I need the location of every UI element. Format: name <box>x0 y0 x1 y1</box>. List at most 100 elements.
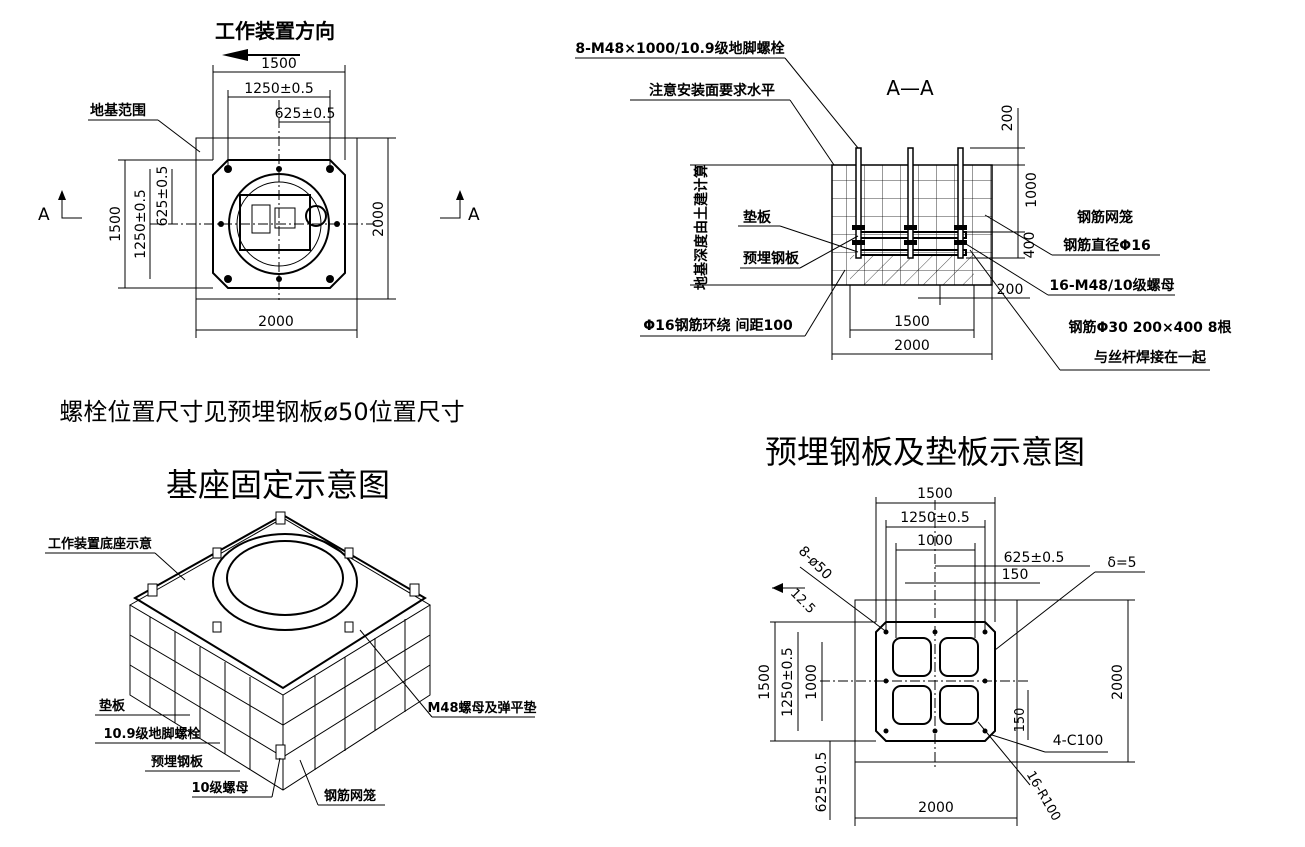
machine-part <box>251 204 271 234</box>
iso-nut-label: 10级螺母 <box>191 780 248 796</box>
embedded-plate-detail <box>875 621 996 742</box>
rebar-dia-label: 钢筋直径Φ16 <box>1063 237 1150 254</box>
section-marker-right: A <box>468 205 480 225</box>
nut-label: 16-M48/10级螺母 <box>1049 277 1174 294</box>
plate-label: 预埋钢板 <box>743 250 800 267</box>
pd-dim-1500: 1500 <box>917 486 953 502</box>
base-plate-iso <box>133 513 427 690</box>
anchor-bolts <box>852 147 967 259</box>
base-plate <box>212 159 346 289</box>
arrow-icon <box>456 190 464 200</box>
pd-dim-625: 625±0.5 <box>1004 550 1065 566</box>
section-arrow-left <box>61 195 82 219</box>
plan-bolts <box>218 165 340 283</box>
anchor-bolt-label: 8-M48×1000/10.9级地脚螺栓 <box>575 40 784 57</box>
concrete-hatch <box>850 255 974 285</box>
holes-label: 8-ø50 <box>795 543 835 583</box>
aa-dim-2000: 2000 <box>894 338 930 354</box>
aa-dim-400: 400 <box>1022 232 1038 259</box>
thickness-label: δ=5 <box>1107 555 1136 571</box>
dim-2000-bottom: 2000 <box>258 314 294 330</box>
pd-dim-625-bottom: 625±0.5 <box>814 752 830 813</box>
leader-line <box>994 571 1096 651</box>
arrow-icon <box>58 190 66 200</box>
leader-line <box>965 243 1049 296</box>
pad-window <box>892 685 932 725</box>
leader-line <box>804 269 846 337</box>
section-arrow-right <box>440 195 461 219</box>
leader-line <box>977 721 1031 786</box>
pd-dim-2000-bottom: 2000 <box>918 800 954 816</box>
leader-line <box>784 57 859 149</box>
hoop-label: Φ16钢筋环绕 间距100 <box>643 317 793 334</box>
pd-dim-150: 150 <box>1002 567 1029 583</box>
pad-window <box>939 637 979 677</box>
section-marker-left: A <box>38 205 50 225</box>
leader-line <box>359 629 433 718</box>
pd-dim-1000-left: 1000 <box>804 664 820 700</box>
foundation-label: 地基范围 <box>90 102 146 119</box>
leader-line <box>157 119 201 153</box>
aa-dim-200-bottom: 200 <box>997 282 1024 298</box>
dim-1500-left: 1500 <box>108 206 124 242</box>
aa-dim-1500: 1500 <box>894 314 930 330</box>
pd-dim-150-right: 150 <box>1013 708 1028 733</box>
machine-hub <box>305 205 327 227</box>
dim-1500-top: 1500 <box>261 56 297 72</box>
pd-dim-1250-left: 1250±0.5 <box>780 647 796 717</box>
foundation-outline-detail <box>854 599 1018 763</box>
machine-part <box>274 207 296 229</box>
bolt-position-note: 螺栓位置尺寸见预埋钢板ø50位置尺寸 <box>59 398 464 426</box>
cage-label: 钢筋网笼 <box>1077 209 1133 226</box>
machine-body <box>239 194 311 251</box>
base-label: 工作装置底座示意 <box>48 536 152 552</box>
leader-line <box>984 214 1053 256</box>
level-note: 注意安装面要求水平 <box>649 82 775 99</box>
leader-line <box>991 734 1046 753</box>
pad-window <box>892 637 932 677</box>
aa-dim-1000: 1000 <box>1024 172 1040 208</box>
iso-plate-label: 预埋钢板 <box>151 754 204 770</box>
leader-line <box>969 249 1061 371</box>
plan-view: 工作装置方向 1500 1250±0.5 <box>38 19 480 338</box>
iso-washer-label: M48螺母及弹平垫 <box>427 700 536 716</box>
pd-dim-1250: 1250±0.5 <box>900 510 970 526</box>
leader-line <box>271 757 281 798</box>
offset-label: 12.5 <box>787 586 818 617</box>
plate-detail-title: 预埋钢板及垫板示意图 <box>765 433 1085 471</box>
pd-dim-1000: 1000 <box>917 533 953 549</box>
iso-view: 基座固定示意图 <box>45 466 537 806</box>
flange-inner <box>226 540 344 616</box>
flange-ring <box>212 533 358 631</box>
leader-line <box>779 225 859 253</box>
leader-line <box>799 235 859 269</box>
chamfer-label: 4-C100 <box>1053 733 1103 749</box>
depth-note: 地基深度由土建计算 <box>693 164 710 290</box>
weld-label-2: 与丝杆焊接在一起 <box>1094 349 1207 366</box>
leader-line <box>299 759 319 806</box>
iso-bolt-label: 10.9级地脚螺栓 <box>103 726 200 742</box>
arrow-icon <box>772 583 783 593</box>
section-aa-title: A—A <box>886 76 934 100</box>
pd-dim-2000-right: 2000 <box>1110 664 1126 700</box>
iso-cage-label: 钢筋网笼 <box>324 788 376 804</box>
dim-625-left: 625±0.5 <box>155 166 171 227</box>
aa-dim-200-top: 200 <box>1000 105 1016 132</box>
iso-bolts <box>147 511 420 760</box>
pad-label: 垫板 <box>743 209 772 226</box>
pad-window <box>939 685 979 725</box>
direction-title: 工作装置方向 <box>215 19 335 43</box>
pd-dim-1500-left: 1500 <box>757 664 773 700</box>
weld-label-1: 钢筋Φ30 200×400 8根 <box>1068 319 1232 336</box>
plate-detail-view: 预埋钢板及垫板示意图 1500 1250±0.5 1000 625±0.5 <box>757 433 1145 826</box>
section-aa-view: A—A 2000 1500 200 <box>575 40 1233 371</box>
direction-arrow-icon <box>222 49 248 61</box>
iso-pad-label: 垫板 <box>99 698 126 714</box>
dim-1250-left: 1250±0.5 <box>133 189 149 259</box>
dim-1250-top: 1250±0.5 <box>244 81 314 97</box>
dim-2000-right: 2000 <box>371 201 387 237</box>
dim-625-top: 625±0.5 <box>275 106 336 122</box>
leader-line <box>789 99 835 166</box>
iso-title: 基座固定示意图 <box>166 466 390 504</box>
